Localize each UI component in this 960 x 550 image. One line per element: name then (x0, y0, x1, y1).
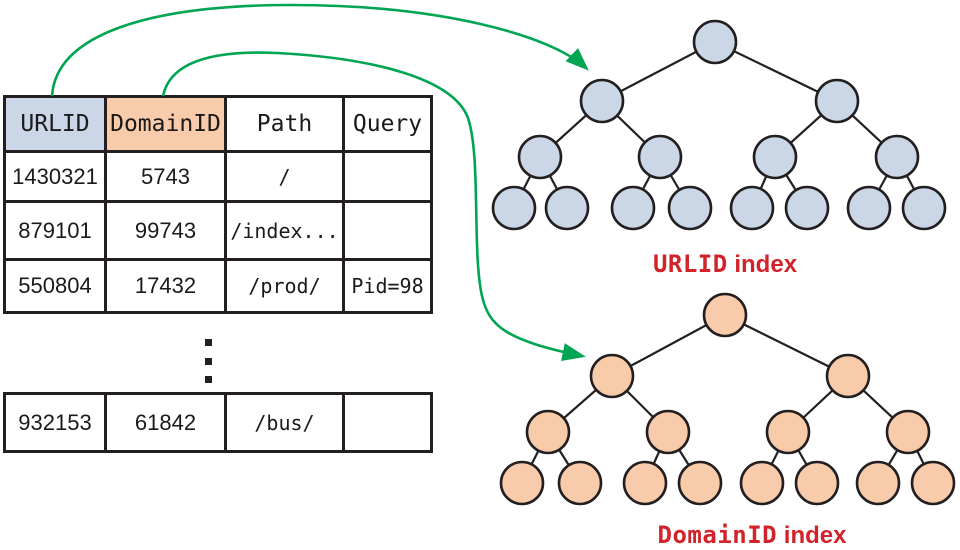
row-ellipsis (205, 339, 212, 383)
ellipsis-dot (205, 376, 212, 383)
table-cell: /index... (224, 200, 345, 261)
domainid-index-node (645, 409, 691, 455)
urlid-index-node (846, 185, 892, 231)
table-cell: 932153 (3, 392, 107, 453)
domainid-index-node (499, 460, 545, 506)
domainid-index-node (525, 409, 571, 455)
urlid-index-node (784, 185, 830, 231)
urlid-index-node (610, 185, 656, 231)
urlid-index-label: URLID index (653, 250, 798, 278)
tree-edge (724, 314, 849, 377)
column-header-domainid: DomainID (104, 95, 227, 153)
table-cell (342, 200, 433, 261)
table-cell: Pid=98 (342, 258, 433, 314)
table-cell: 5743 (104, 150, 227, 203)
domainid-index-node (765, 409, 811, 455)
table-cell: / (224, 150, 345, 203)
domainid-index-node (589, 353, 635, 399)
domainid-index-node (739, 460, 785, 506)
urlid-index-node (544, 185, 590, 231)
table-cell: 879101 (3, 200, 107, 261)
domainid-index-node (885, 409, 931, 455)
urlid-index-node (579, 78, 625, 124)
table-cell: 99743 (104, 200, 227, 261)
urlid-index-tree: URLID index (491, 19, 947, 278)
ellipsis-dot (205, 357, 212, 365)
domainid-index-node (677, 460, 723, 506)
table-cell: 550804 (3, 258, 107, 314)
domainid-index-node (557, 460, 603, 506)
urlid-index-node (667, 185, 713, 231)
index-arrow-urlid (50, 3, 589, 97)
table-cell: /prod/ (224, 258, 345, 314)
urlid-index-node (901, 185, 947, 231)
column-header-query: Query (342, 95, 433, 153)
table-cell (342, 150, 433, 203)
urlid-index-node (692, 19, 738, 65)
domainid-index-node (622, 460, 668, 506)
table-cell: /bus/ (224, 392, 345, 453)
table-cell: 61842 (104, 392, 227, 453)
table-cell: 1430321 (3, 150, 107, 203)
domainid-index-node (910, 460, 956, 506)
domainid-index-tree: DomainID index (499, 292, 956, 549)
urlid-index-node (491, 185, 537, 231)
urlid-index-node (752, 134, 798, 180)
column-header-path: Path (224, 95, 345, 153)
table-cell (342, 392, 433, 453)
table-cell: 17432 (104, 258, 227, 314)
domainid-index-node (702, 292, 748, 338)
domainid-index-node (825, 353, 871, 399)
index-arrow-domainid (161, 51, 586, 361)
urlid-index-node (637, 134, 683, 180)
urlid-index-node (729, 185, 775, 231)
urlid-index-node (517, 134, 563, 180)
domainid-index-node (794, 460, 840, 506)
domainid-index-node (855, 460, 901, 506)
tree-edge (714, 41, 838, 102)
urlid-index-node (874, 134, 920, 180)
domainid-index-label: DomainID index (658, 521, 848, 549)
column-header-urlid: URLID (3, 95, 107, 153)
ellipsis-dot (205, 339, 212, 346)
urlid-index-node (814, 78, 860, 124)
